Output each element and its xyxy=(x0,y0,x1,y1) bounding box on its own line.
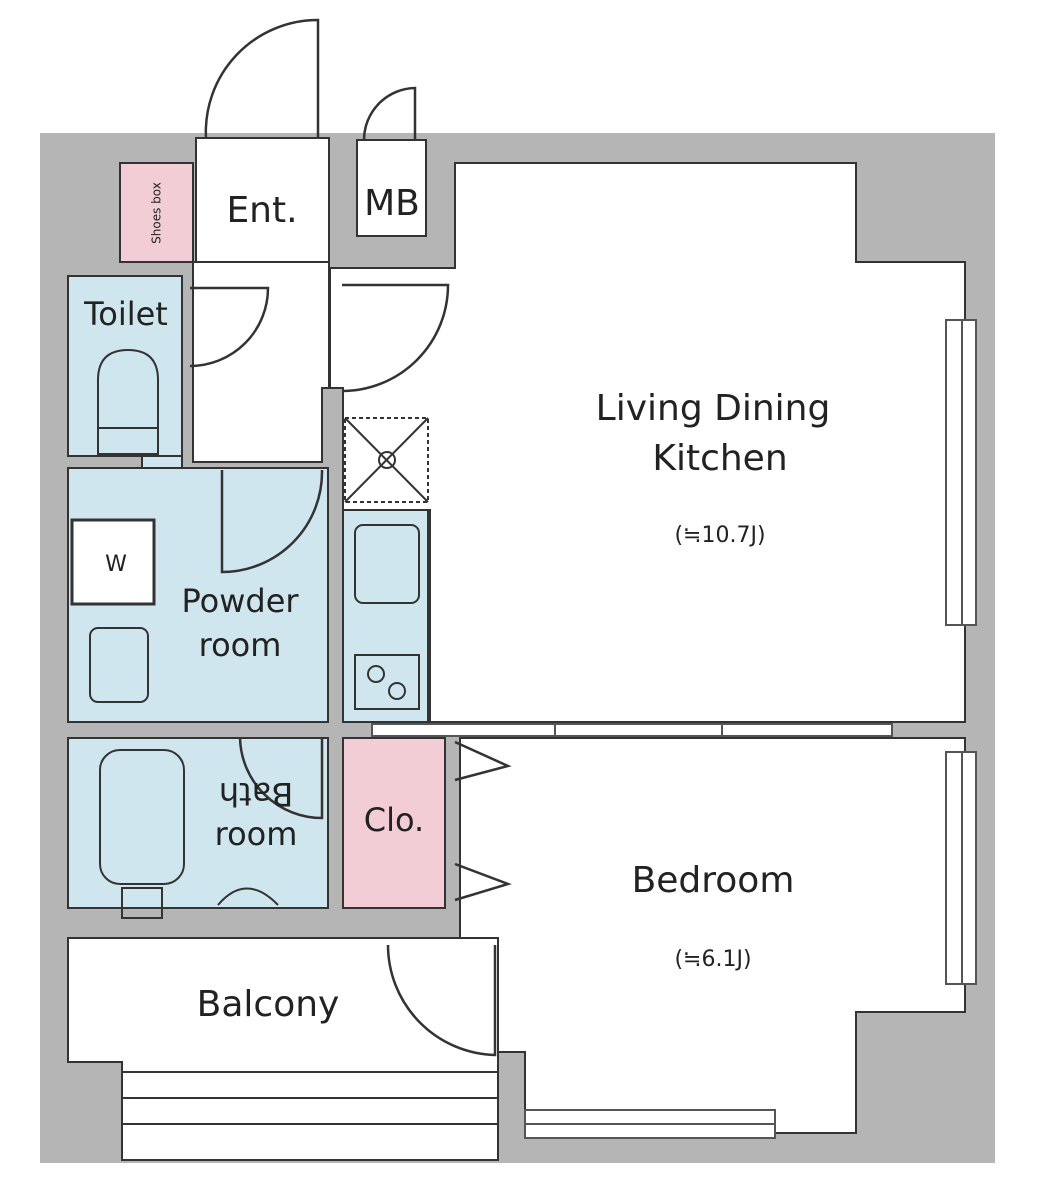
bedroom-label: Bedroom xyxy=(632,860,795,901)
mb-door-icon[interactable] xyxy=(362,86,417,141)
fridge-cross-line xyxy=(344,417,429,503)
toilet-door-icon[interactable] xyxy=(189,286,270,368)
closet-door-icon[interactable] xyxy=(454,862,512,902)
bath-drain-icon xyxy=(217,887,279,906)
toilet-label: Toilet xyxy=(83,295,168,333)
toilet-bowl-icon xyxy=(97,348,159,429)
sliding-partition xyxy=(371,723,893,737)
washer-icon xyxy=(70,518,156,606)
windows xyxy=(524,319,977,1139)
powder-label-line2: room xyxy=(199,626,282,664)
burner-icon xyxy=(388,682,406,700)
entrance-label: Ent. xyxy=(226,190,297,231)
closet-door-icon[interactable] xyxy=(454,740,512,782)
shoe-storage-label: Shoes box xyxy=(150,182,164,244)
meter-box-label: MB xyxy=(364,183,420,224)
bathtub-icon xyxy=(99,749,185,885)
ldk-label-line2: Kitchen xyxy=(652,438,787,479)
burner-icon xyxy=(367,665,385,683)
sink-icon xyxy=(354,524,420,604)
washer-label: W xyxy=(105,552,127,577)
kitchen-counter xyxy=(342,509,429,723)
meter-box xyxy=(356,139,427,237)
floor-areas xyxy=(67,137,966,1161)
bath-faucet-icon xyxy=(121,887,163,919)
storage-areas xyxy=(119,162,446,909)
powder-door-icon[interactable] xyxy=(220,469,324,574)
fixtures xyxy=(70,348,429,919)
ldk-label-line1: Living Dining xyxy=(596,388,831,429)
ldk-door-icon[interactable] xyxy=(341,283,450,393)
ldk-area-label: (≒10.7J) xyxy=(674,523,765,548)
balcony-railing xyxy=(122,1071,498,1125)
bath-room xyxy=(67,737,329,909)
front-door-icon[interactable] xyxy=(204,18,320,139)
closet-label: Clo. xyxy=(364,801,424,839)
closet xyxy=(342,737,446,909)
drain-icon xyxy=(378,451,396,469)
balcony-label: Balcony xyxy=(197,984,340,1025)
stove-icon xyxy=(354,654,420,710)
bath-label-line2: room xyxy=(215,815,298,853)
hallway-floor xyxy=(192,261,330,463)
shoe-storage xyxy=(119,162,194,263)
powder-label-line1: Powder xyxy=(181,582,299,620)
doors xyxy=(189,18,512,1057)
washbasin-icon xyxy=(89,627,149,703)
bath-label-line1: Bath xyxy=(219,775,293,813)
balcony-floor xyxy=(67,937,499,1161)
balcony-door-icon[interactable] xyxy=(386,944,497,1057)
toilet-tank-icon xyxy=(97,427,159,455)
bath-door-icon[interactable] xyxy=(238,737,324,820)
bedroom-area-label: (≒6.1J) xyxy=(674,947,751,972)
